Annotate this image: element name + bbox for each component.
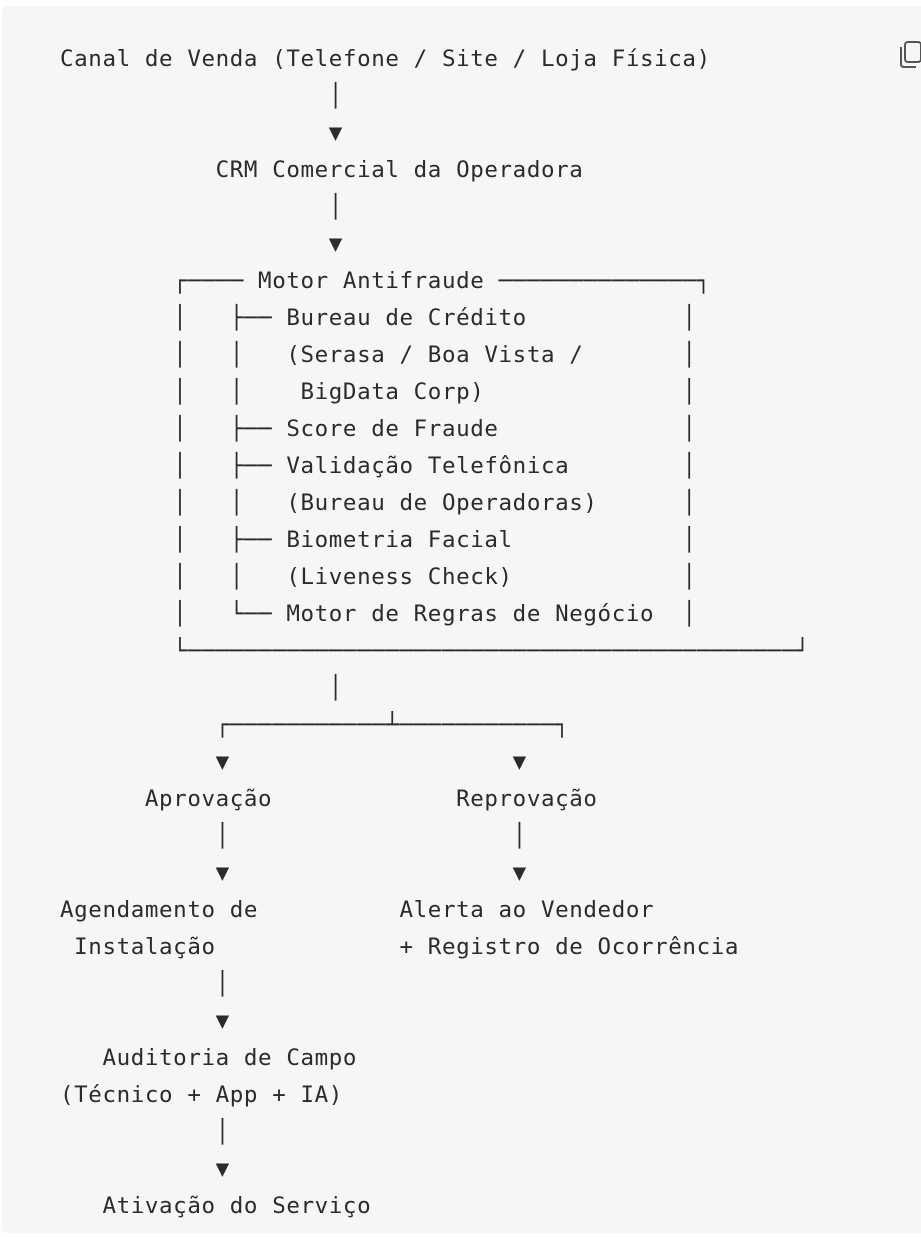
copy-button[interactable] (899, 36, 921, 70)
copy-icon (899, 36, 921, 70)
diagram-text: Canal de Venda (Telefone / Site / Loja F… (60, 46, 810, 1219)
code-block: Canal de Venda (Telefone / Site / Loja F… (2, 6, 921, 1233)
